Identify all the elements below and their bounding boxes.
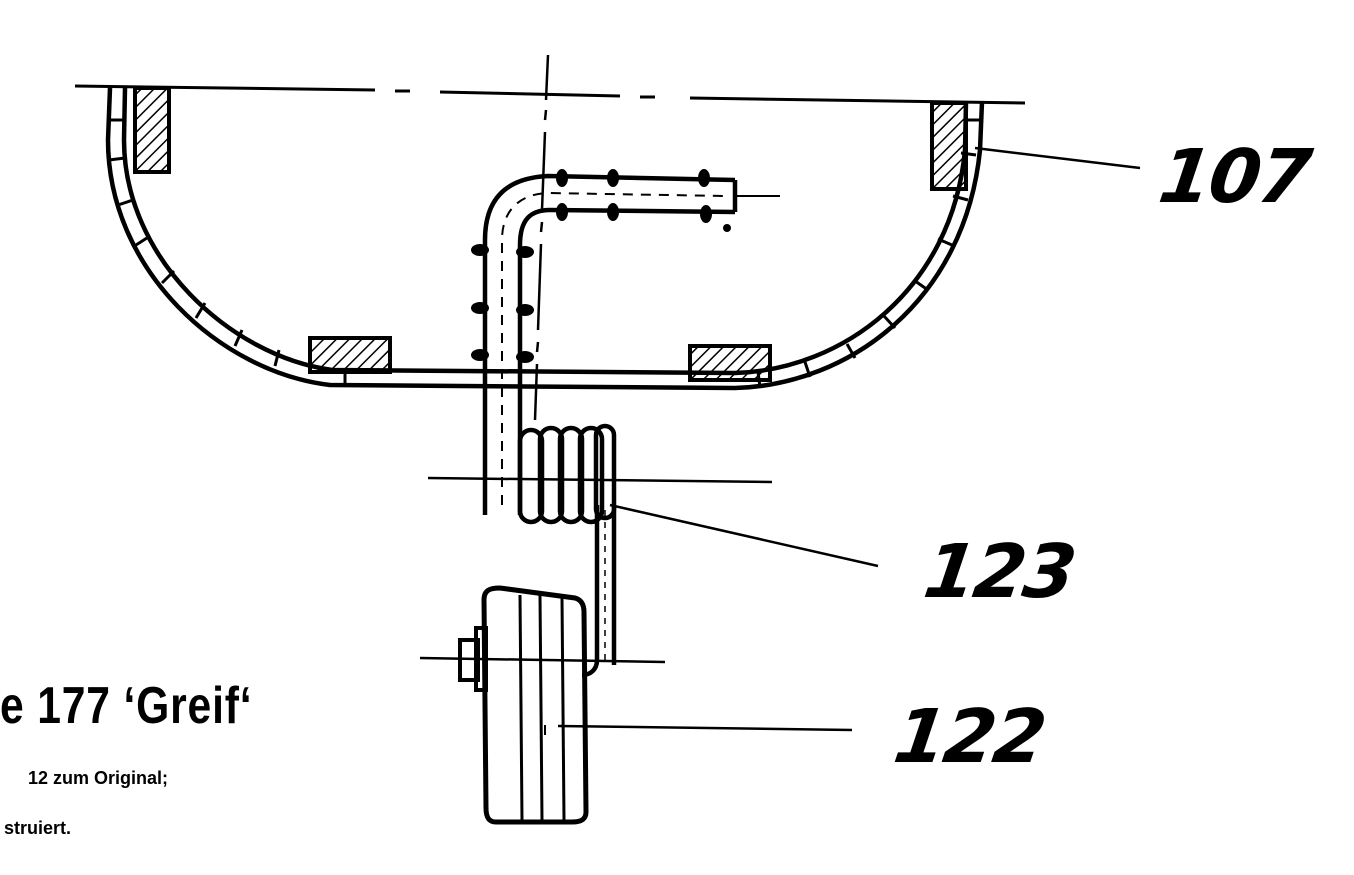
axle-line [419, 656, 666, 664]
caption-line-1: 12 zum Original; [28, 768, 169, 788]
label-122: 122 [888, 694, 1050, 780]
strut-tube [482, 173, 780, 515]
coil-spring [517, 423, 617, 525]
caption-line-2: struiert. [4, 818, 72, 838]
leader-lines [557, 146, 1141, 732]
lower-arm [581, 505, 617, 678]
horizontal-centerline [74, 84, 1026, 105]
figure-title-fragment: e 177 ‘Greif‘ [0, 677, 253, 735]
spring-axis-line [427, 476, 773, 484]
label-123: 123 [918, 529, 1080, 615]
hatched-stringers [133, 86, 968, 382]
vertical-axis [533, 54, 550, 421]
strut-bolts [471, 169, 731, 363]
label-107: 107 [1153, 134, 1315, 220]
wheel [481, 585, 589, 825]
